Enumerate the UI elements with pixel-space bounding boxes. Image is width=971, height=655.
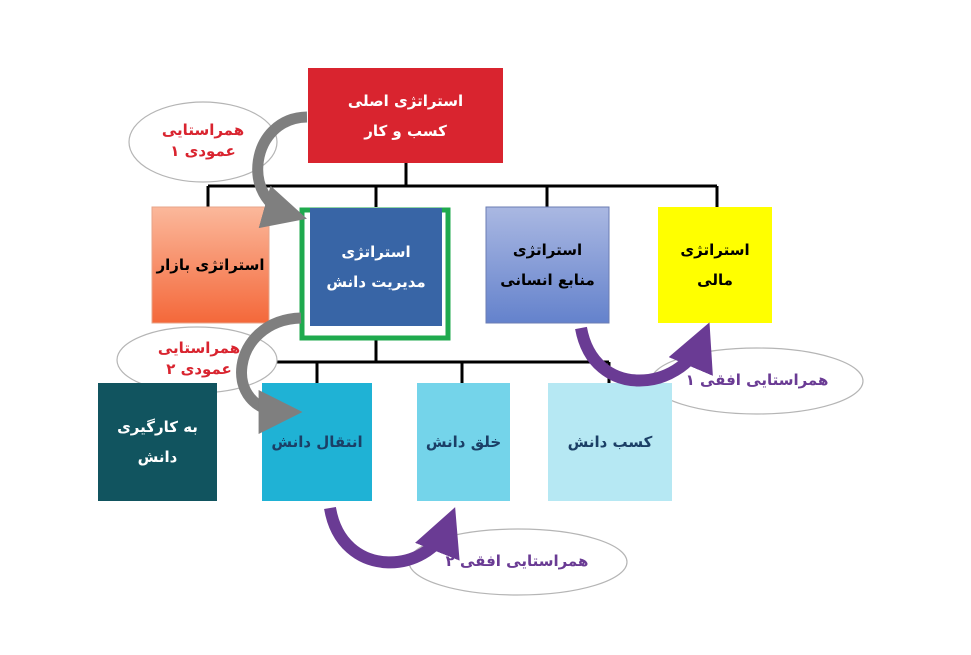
finance-strategy-box	[658, 207, 772, 323]
acquire-knowledge-line1: کسب دانش	[567, 433, 653, 451]
vertical2-label: همراستایی عمودی ۲	[139, 338, 259, 380]
vertical2-arrow	[236, 312, 303, 434]
top-strategy-label: استراتژی اصلی کسب و کار	[308, 68, 503, 163]
finance-strategy-line2: مالی	[697, 271, 733, 289]
finance-strategy-label: استراتژی مالی	[658, 207, 772, 323]
top-strategy-line2: کسب و کار	[364, 121, 447, 140]
market-strategy-label: استراتژی بازار	[152, 207, 269, 323]
hr-strategy-line2: منابع انسانی	[500, 271, 595, 289]
create-knowledge-line1: خلق دانش	[425, 433, 502, 451]
market-strategy-box	[151, 206, 270, 324]
vertical1-label: همراستایی عمودی ۱	[143, 120, 263, 162]
horizontal1-line1: همراستایی افقی ۱	[685, 371, 829, 389]
top-strategy-box	[308, 68, 503, 163]
top-strategy-line1: استراتژی اصلی	[347, 91, 464, 110]
horizontal1-arrow	[575, 322, 713, 387]
apply-knowledge-line1: به کارگیری دانش	[117, 418, 198, 466]
horizontal2-line1: همراستایی افقی ۲	[445, 552, 589, 570]
create-knowledge-box	[417, 383, 510, 501]
hr-strategy-box	[485, 206, 610, 324]
vertical1-line2: عمودی ۱	[170, 142, 236, 160]
transfer-knowledge-line1: انتقال دانش	[271, 433, 363, 451]
vertical1-ellipse	[128, 101, 278, 183]
horizontal2-label: همراستایی افقی ۲	[432, 551, 602, 572]
acquire-knowledge-box	[548, 383, 672, 501]
horizontal2-arrow	[324, 506, 460, 569]
vertical1-line1: همراستایی	[161, 121, 245, 139]
km-strategy-box	[310, 208, 442, 326]
vertical2-line2: عمودی ۲	[166, 360, 232, 378]
vertical2-line1: همراستایی	[157, 339, 241, 357]
connector-lines-level2	[206, 163, 719, 207]
km-strategy-label: استراتژی مدیریت دانش	[310, 208, 442, 326]
acquire-knowledge-label: کسب دانش	[548, 383, 672, 501]
km-strategy-line2: مدیریت دانش	[326, 273, 426, 291]
apply-knowledge-box	[98, 383, 217, 501]
transfer-knowledge-label: انتقال دانش	[262, 383, 372, 501]
apply-knowledge-label: به کارگیری دانش	[98, 383, 217, 501]
hr-strategy-label: استراتژی منابع انسانی	[486, 207, 609, 323]
km-strategy-line1: استراتژی	[341, 243, 411, 261]
market-strategy-line1: استراتژی بازار	[156, 256, 265, 274]
create-knowledge-label: خلق دانش	[417, 383, 510, 501]
finance-strategy-line1: استراتژی	[680, 241, 750, 259]
hr-strategy-line1: استراتژی	[512, 241, 583, 259]
vertical1-arrow	[252, 111, 308, 229]
horizontal1-label: همراستایی افقی ۱	[672, 370, 842, 391]
